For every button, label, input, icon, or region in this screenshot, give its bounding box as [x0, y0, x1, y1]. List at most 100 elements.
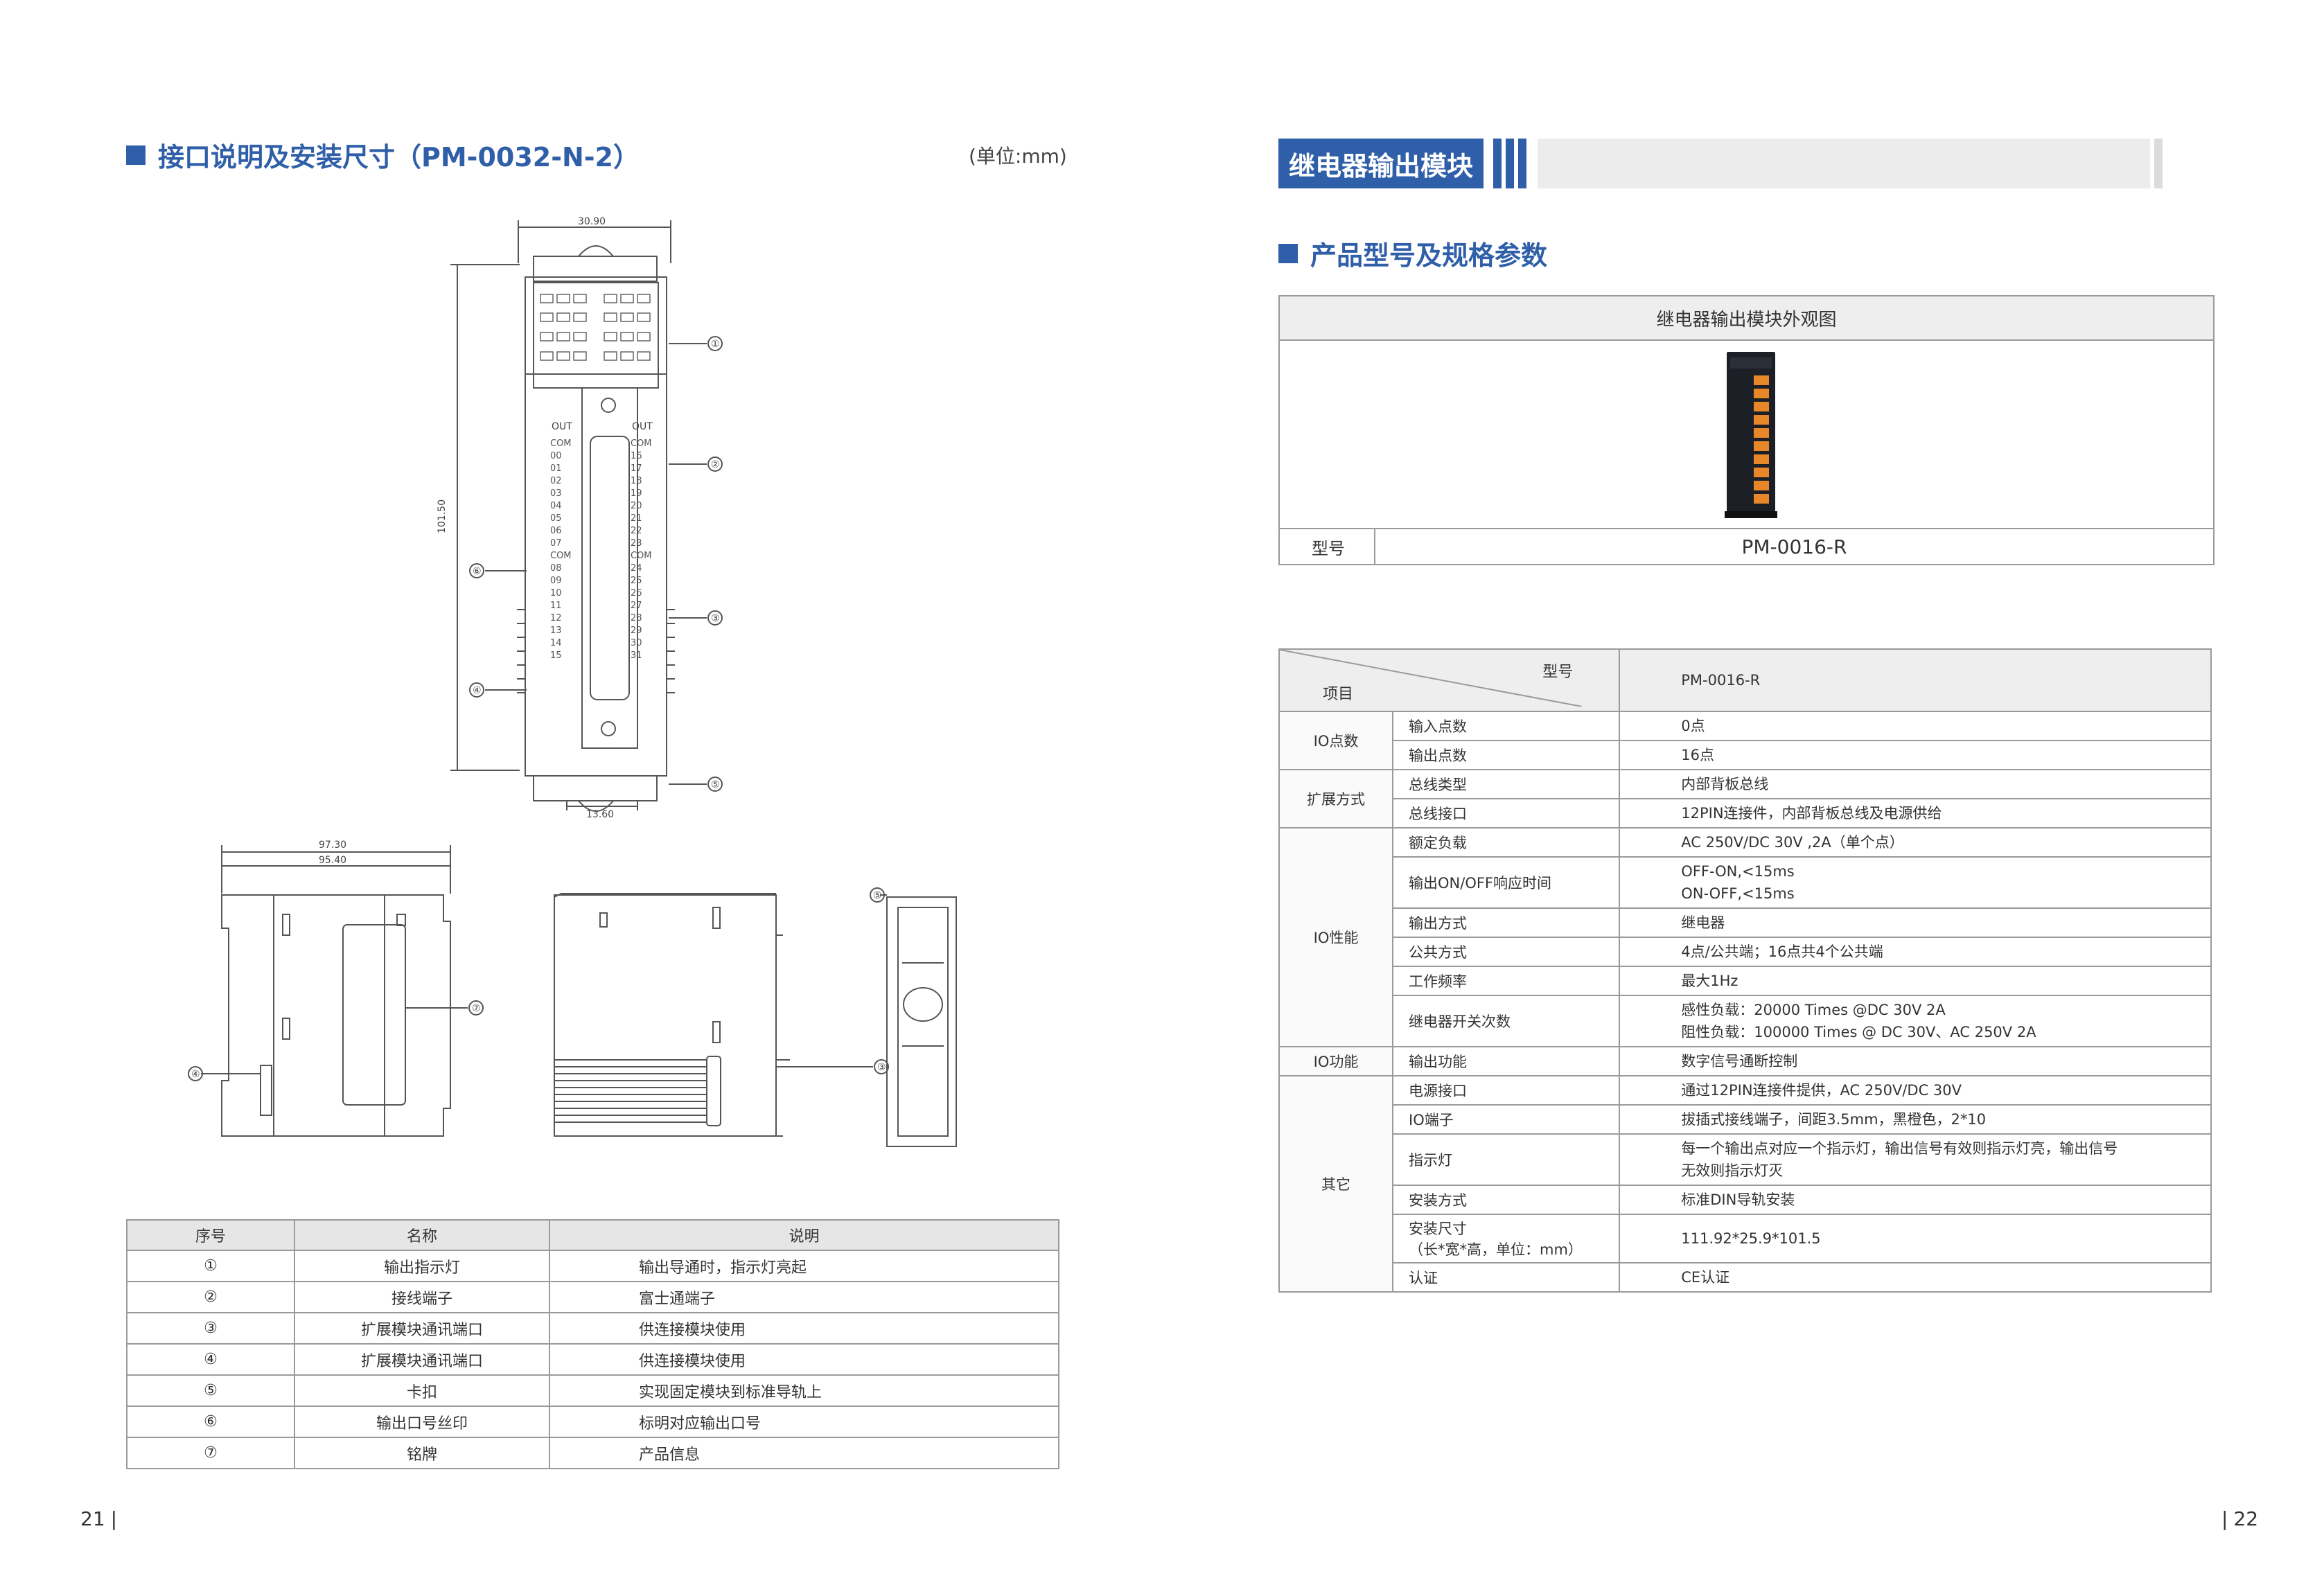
- spec-row: 输出点数 16点: [1279, 740, 2212, 770]
- terminal-block: [1754, 468, 1769, 477]
- terminal-label: COM: [631, 438, 652, 449]
- callout-3: ③: [711, 613, 720, 624]
- spec-item-value: 4点/公共端；16点共4个公共端: [1619, 937, 2212, 967]
- terminal-label: 24: [631, 563, 642, 574]
- spec-item-name-text: IO端子: [1409, 1112, 1454, 1128]
- terminal-label: 06: [550, 526, 562, 536]
- terminal-label: 20: [631, 501, 642, 511]
- spec-row: 安装方式 标准DIN导轨安装: [1279, 1185, 2212, 1215]
- left-section-title: 接口说明及安装尺寸（PM-0032-N-2）: [126, 136, 640, 174]
- front-view-diagram: 30.90 101.50 13.60 OUT OUT ① ② ③ ④ ⑤ ⑥ C…: [437, 216, 723, 817]
- left-section-title-text: 接口说明及安装尺寸（PM-0032-N-2）: [158, 142, 640, 172]
- dim-depth-inner-label: 95.40: [319, 855, 346, 866]
- callout-5: ⑤: [711, 779, 720, 790]
- product-image: [1280, 341, 2213, 529]
- spec-item-name: 指示灯: [1391, 1133, 1621, 1186]
- terminal-label: 22: [631, 526, 642, 536]
- spec-row: IO功能输出功能数字信号通断控制: [1278, 1046, 2212, 1076]
- spec-group-label: IO性能: [1278, 827, 1393, 1047]
- spec-item-value: 数字信号通断控制: [1619, 1046, 2212, 1076]
- spec-item-name-text: 电源接口: [1409, 1083, 1467, 1099]
- spec-item-name: 输入点数: [1391, 711, 1621, 741]
- terminal-label: 00: [550, 451, 562, 461]
- spec-row: 工作频率最大1Hz: [1279, 966, 2212, 996]
- dim-height-label: 101.50: [437, 499, 448, 533]
- spec-item-value-text: 拔插式接线端子，间距3.5mm，黑橙色，2*10: [1681, 1111, 1987, 1128]
- terminal-label: COM: [550, 551, 572, 561]
- callout-6: ⑥: [473, 566, 482, 577]
- spec-item-name: 输出ON/OFF响应时间: [1391, 856, 1621, 909]
- spec-row: IO性能额定负载 AC 250V/DC 30V ,2A（单个点）: [1278, 827, 2212, 1047]
- spec-item-value: 111.92*25.9*101.5: [1619, 1214, 2212, 1264]
- spec-item-name-text: 继电器开关次数: [1409, 1013, 1511, 1030]
- spec-item-value: 内部背板总线: [1619, 769, 2212, 799]
- legend-cell-name: 接线端子: [294, 1281, 550, 1313]
- spec-item-value: 最大1Hz: [1619, 966, 2212, 996]
- dim-width-label: 30.90: [578, 216, 606, 227]
- terminal-label: 08: [550, 563, 562, 574]
- model-key: 型号: [1280, 529, 1375, 564]
- unit-note: (单位:mm): [969, 145, 1067, 168]
- spec-item-name-text: 总线类型: [1409, 777, 1467, 793]
- terminal-label: 07: [550, 538, 562, 549]
- spec-item-name-text: 输出功能: [1409, 1054, 1467, 1070]
- terminal-label: 02: [550, 476, 562, 486]
- spec-item-value-text: 通过12PIN连接件提供，AC 250V/DC 30V: [1681, 1082, 1962, 1099]
- spec-item-value-text: 12PIN连接件，内部背板总线及电源供给: [1681, 805, 1942, 822]
- spec-item-name: 总线接口: [1391, 798, 1621, 828]
- callout-1: ①: [711, 339, 720, 350]
- spec-item-value-text: 111.92*25.9*101.5: [1681, 1230, 1821, 1247]
- terminal-block: [1754, 441, 1769, 451]
- legend-cell-desc: 实现固定模块到标准导轨上: [549, 1374, 1059, 1407]
- legend-cell-no: ②: [126, 1281, 295, 1313]
- spec-item-name-text: 输出ON/OFF响应时间: [1409, 875, 1552, 892]
- terminal-label: 05: [550, 513, 562, 524]
- spec-item-value-text: 16点: [1681, 747, 1714, 763]
- legend-cell-desc: 产品信息: [549, 1437, 1059, 1469]
- terminal-label: COM: [550, 438, 572, 449]
- legend-cell-no: ⑦: [126, 1437, 295, 1469]
- spec-row: 指示灯每一个输出点对应一个指示灯，输出信号有效则指示灯亮，输出信号无效则指示灯灭: [1279, 1133, 2212, 1186]
- spec-item-value: 拔插式接线端子，间距3.5mm，黑橙色，2*10: [1619, 1104, 2212, 1135]
- spec-item-value-text: 标准DIN导轨安装: [1681, 1191, 1795, 1208]
- product-photo-box: 继电器输出模块外观图 型号 PM-0016-R: [1278, 295, 2215, 565]
- corner-top-label: 型号: [1542, 664, 1574, 681]
- spec-item-name: 输出点数: [1391, 740, 1621, 770]
- spec-item-name: 总线类型: [1391, 769, 1621, 799]
- banner-bars: [1493, 139, 1531, 188]
- spec-group-label: 扩展方式: [1278, 769, 1393, 828]
- spec-item-value-line2: ON-OFF,<15ms: [1681, 885, 1795, 902]
- spec-row: 其它电源接口通过12PIN连接件提供，AC 250V/DC 30V: [1278, 1075, 2212, 1293]
- spec-item-name: 安装方式: [1391, 1185, 1621, 1215]
- spec-row: 安装尺寸（长*宽*高，单位：mm）111.92*25.9*101.5: [1279, 1214, 2212, 1264]
- banner: 继电器输出模块: [1278, 139, 2163, 188]
- model-value: PM-0016-R: [1741, 535, 1847, 558]
- legend-cell-no: ③: [126, 1312, 295, 1345]
- spec-item-name: 额定负载: [1391, 827, 1621, 858]
- legend-cell-name: 卡扣: [294, 1374, 550, 1407]
- left-page-number: 21|: [80, 1507, 118, 1530]
- legend-header-name: 名称: [294, 1219, 550, 1251]
- terminal-label: 18: [631, 476, 642, 486]
- terminal-label: 03: [550, 488, 562, 499]
- legend-header-no: 序号: [126, 1219, 295, 1251]
- terminal-label: 01: [550, 463, 562, 474]
- spec-item-value: 标准DIN导轨安装: [1619, 1185, 2212, 1215]
- spec-row: 总线接口 12PIN连接件，内部背板总线及电源供给: [1279, 798, 2212, 828]
- spec-item-value-text: OFF-ON,<15ms: [1681, 863, 1795, 880]
- terminal-label: 14: [550, 638, 562, 648]
- spec-item-value: 12PIN连接件，内部背板总线及电源供给: [1619, 798, 2212, 828]
- spec-item-name: 继电器开关次数: [1391, 995, 1621, 1047]
- spec-row: 输出方式继电器: [1279, 907, 2212, 938]
- terminal-block: [1754, 389, 1769, 398]
- legend-cell-desc: 输出导通时，指示灯亮起: [549, 1250, 1059, 1282]
- side-callout-4: ④: [191, 1069, 200, 1080]
- spec-item-value-text: AC 250V/DC 30V ,2A（单个点）: [1681, 834, 1904, 851]
